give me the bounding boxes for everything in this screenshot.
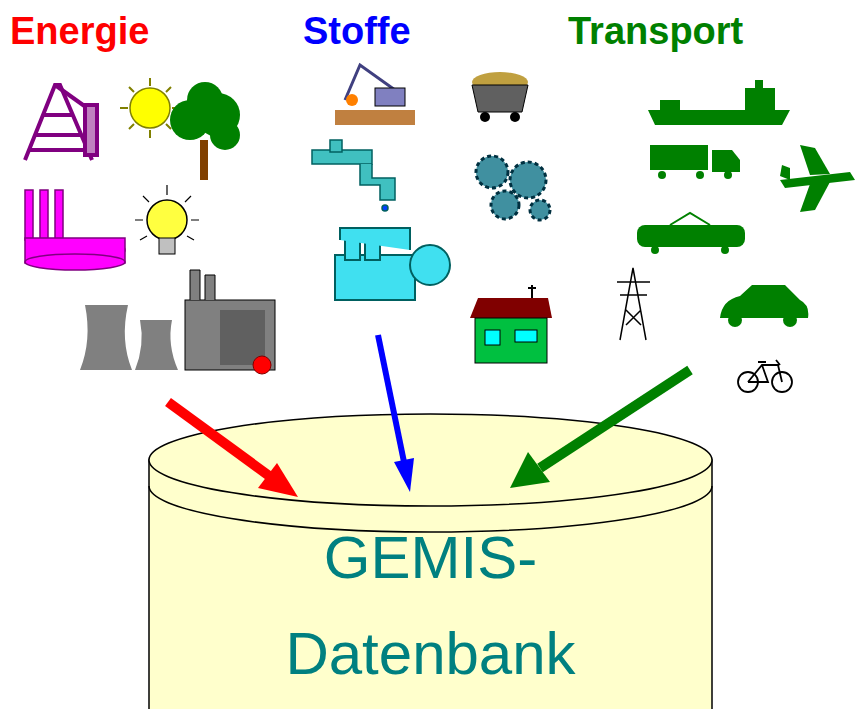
transport-icons <box>637 80 855 327</box>
gears <box>476 156 550 220</box>
factory <box>25 190 125 270</box>
water-faucet <box>312 140 395 211</box>
category-heading: Stoffe <box>303 12 411 50</box>
cooling-towers <box>80 305 178 370</box>
database-label: GEMIS- Datenbank <box>241 412 621 702</box>
oil-derrick <box>25 85 97 160</box>
mine-cart <box>472 72 528 122</box>
category-heading: Transport <box>568 12 743 50</box>
database-cylinder: GEMIS- Datenbank <box>147 412 714 709</box>
pylon <box>617 268 650 340</box>
chemical-plant <box>335 228 450 300</box>
tree <box>170 82 240 180</box>
house <box>470 285 552 363</box>
sun <box>120 78 180 138</box>
category-heading: Energie <box>10 12 149 50</box>
power-plant <box>185 270 275 374</box>
light-bulb <box>135 185 199 254</box>
bicycle <box>738 360 792 392</box>
flow-arrows <box>168 335 690 497</box>
excavator <box>335 65 415 125</box>
